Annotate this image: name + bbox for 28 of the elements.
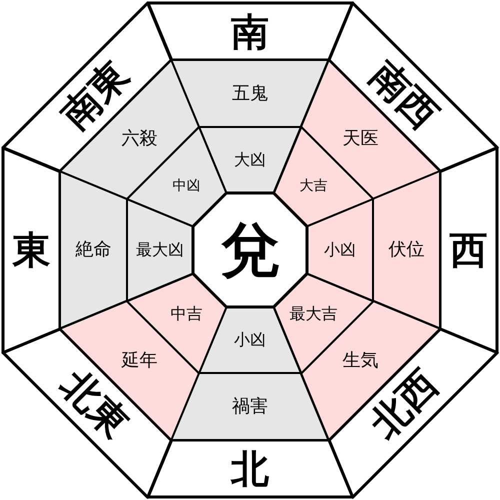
sector-label: 伏位 xyxy=(388,240,424,259)
sector-label: 兌 xyxy=(221,221,279,279)
octagon-sector xyxy=(373,171,440,329)
sector-label: 小凶 xyxy=(234,332,266,348)
sector-label: 南 xyxy=(230,12,269,50)
sector-label: 最大凶 xyxy=(136,242,184,258)
sector-label: 禍害 xyxy=(232,398,268,416)
octagon-sector xyxy=(300,60,440,200)
octagon-sector xyxy=(171,373,329,440)
octagon-sector xyxy=(193,193,307,307)
sector-label: 延年 xyxy=(121,352,158,370)
sector-label: 天医 xyxy=(342,130,379,148)
octagon-sector xyxy=(171,60,329,127)
sector-label: 中凶 xyxy=(172,179,200,194)
sector-label: 五鬼 xyxy=(232,84,268,102)
sector-label: 最大吉 xyxy=(290,306,338,322)
sector-label: 大吉 xyxy=(300,179,328,194)
octagon-sector xyxy=(60,171,127,329)
octagon-sector xyxy=(60,60,200,200)
sector-label: 東 xyxy=(12,230,50,269)
sector-label: 中吉 xyxy=(170,306,202,322)
sector-label: 絶命 xyxy=(76,240,112,259)
sector-label: 北 xyxy=(230,450,269,488)
sector-label: 西 xyxy=(450,230,488,269)
sector-label: 大凶 xyxy=(234,152,266,168)
sector-label: 六殺 xyxy=(121,130,158,148)
sector-label: 生気 xyxy=(342,352,379,370)
sector-label: 小凶 xyxy=(324,242,356,258)
